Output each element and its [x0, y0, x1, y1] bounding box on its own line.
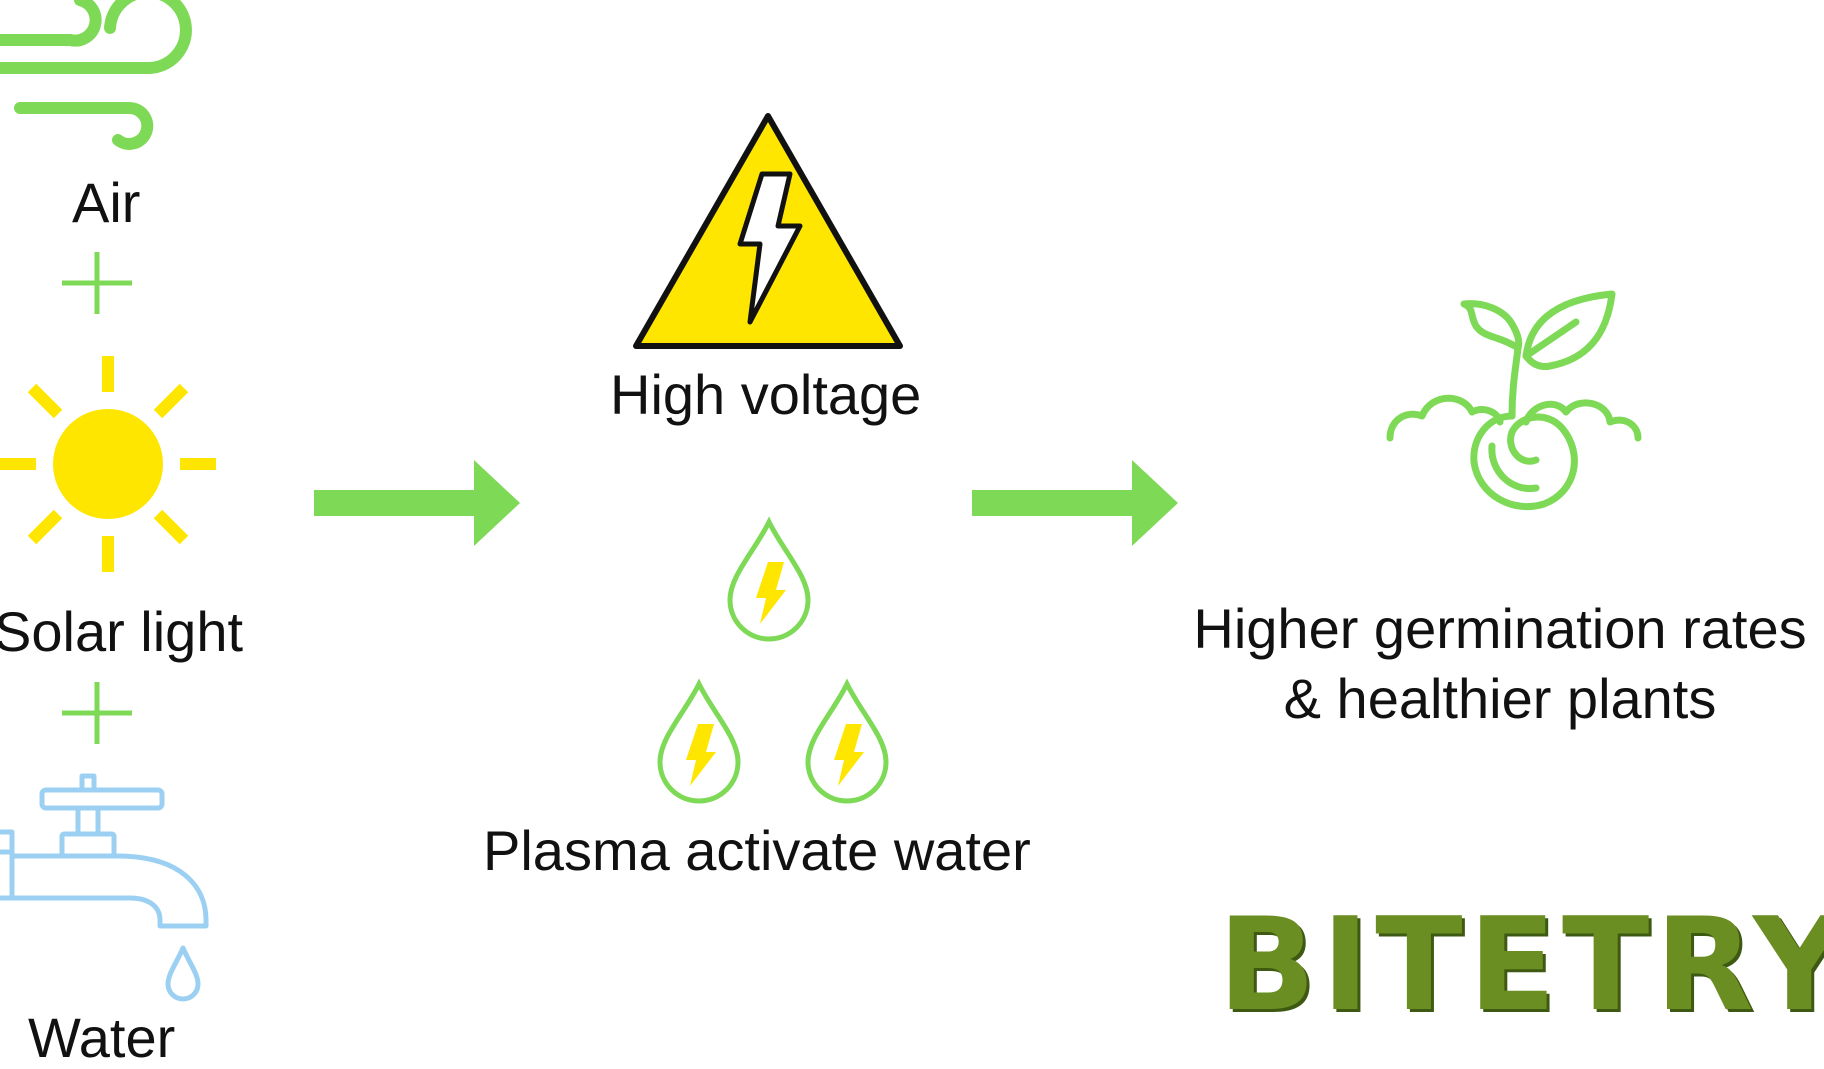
faucet-icon [0, 773, 209, 1002]
arrow-right-icon [314, 460, 520, 546]
charged-water-drop-icon [727, 516, 811, 642]
solar-light-label: Solar light [0, 600, 244, 663]
result-label: Higher germination rates & healthier pla… [1170, 594, 1824, 734]
charged-water-drop-icon [657, 678, 741, 804]
high-voltage-warning-icon [633, 113, 903, 349]
plus-icon [62, 252, 132, 314]
high-voltage-label: High voltage [610, 363, 922, 426]
result-line-1: Higher germination rates [1193, 597, 1807, 660]
sprouting-seed-icon [1386, 290, 1642, 511]
plasma-activated-water-label: Plasma activate water [483, 819, 1031, 882]
result-line-2: & healthier plants [1283, 667, 1717, 730]
wind-icon [0, 0, 192, 150]
air-label: Air [72, 171, 141, 234]
plus-icon [62, 682, 132, 744]
water-label: Water [28, 1006, 176, 1069]
arrow-right-icon [972, 460, 1178, 546]
sun-icon [0, 356, 216, 572]
charged-water-drop-icon [805, 678, 889, 804]
brand-logo: BITETRY [1218, 891, 1824, 1040]
